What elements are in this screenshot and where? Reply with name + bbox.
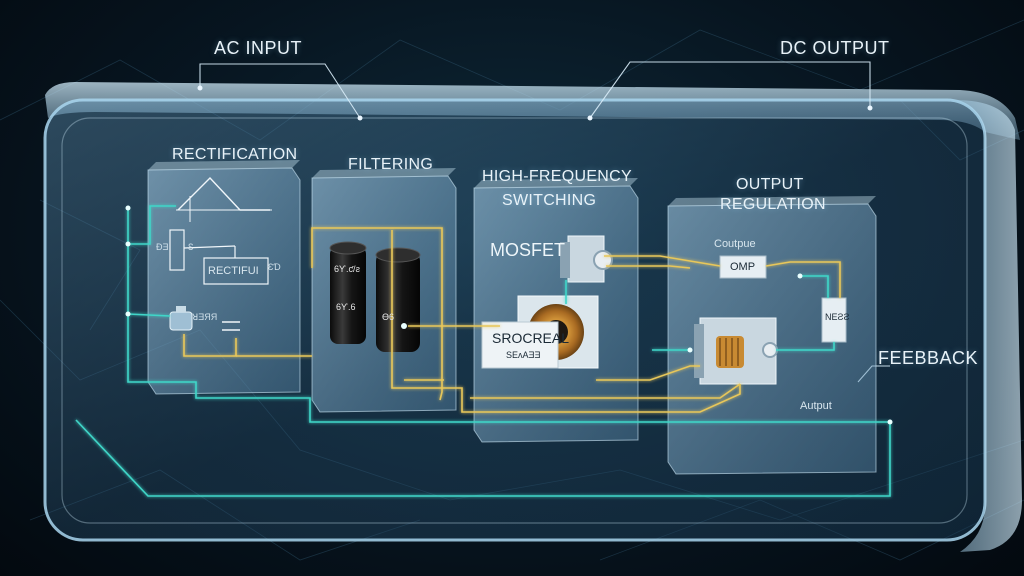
dc-output-callout: DC OUTPUT (780, 38, 890, 58)
output-inductor (694, 317, 778, 385)
capacitor-label-bottom: Ɵ6 (382, 312, 395, 322)
amp-box (719, 255, 767, 279)
rectifier-block (203, 257, 269, 285)
transformer-sublabel: ЅEʌAƎƎ (506, 350, 541, 360)
traces-cyan (75, 205, 891, 497)
filtering-title: FILTERING (348, 156, 434, 173)
regulation-output-text: Autput (800, 400, 832, 412)
callout-dots (197, 85, 873, 121)
rectifier-small-label-1: ÐƎ (156, 242, 169, 252)
rectifier-resistor (169, 229, 185, 271)
switching-title-line1: HIGH-FREQUENCY (482, 168, 632, 185)
transformer-component (481, 295, 599, 369)
regulation-side-label: NEƧƧ (825, 312, 850, 322)
enclosure-inner (61, 117, 968, 524)
mosfet-label: MOSFET (490, 240, 565, 260)
filtering-module (311, 168, 457, 413)
capacitor-2 (375, 247, 421, 352)
side-component (821, 297, 847, 343)
regulation-title-line1: OUTPUT (736, 176, 804, 193)
ac-input-callout: AC INPUT (214, 38, 303, 58)
capacitor-1 (329, 241, 367, 344)
switching-title-line2: SWITCHING (502, 192, 597, 209)
rectifier-small-label-4: ꓤƎЯЯ (192, 312, 218, 322)
rectifier-small-label-3: ƐƊ (268, 262, 281, 272)
transformer-label: SROCREAL (492, 330, 570, 346)
traces-yellow (183, 227, 841, 413)
rectification-module (147, 160, 301, 395)
mosfet-component (560, 235, 613, 283)
regulation-module (667, 196, 877, 475)
regulation-title-line2: REGULATION (720, 196, 826, 213)
amp-label: OMP (730, 261, 756, 273)
capacitor-label-top: 6Ƴ.ƈ/ƨ (334, 264, 360, 274)
feedback-callout: FEEBBACK (878, 348, 979, 368)
enclosure-side (955, 100, 1022, 552)
rectification-title: RECTIFICATION (172, 146, 298, 163)
trace-nodes (125, 205, 893, 425)
capacitor-symbol (222, 321, 240, 331)
capacitor-label-mid: 6Ƴ.6 (336, 302, 356, 312)
rectifier-small-label-2: Ɛ (188, 242, 194, 252)
diode-component (169, 306, 193, 331)
regulation-output-tag: Coutpue (714, 238, 756, 250)
switching-module (473, 178, 639, 443)
rectifier-block-label: RECTIFUI (208, 265, 259, 277)
